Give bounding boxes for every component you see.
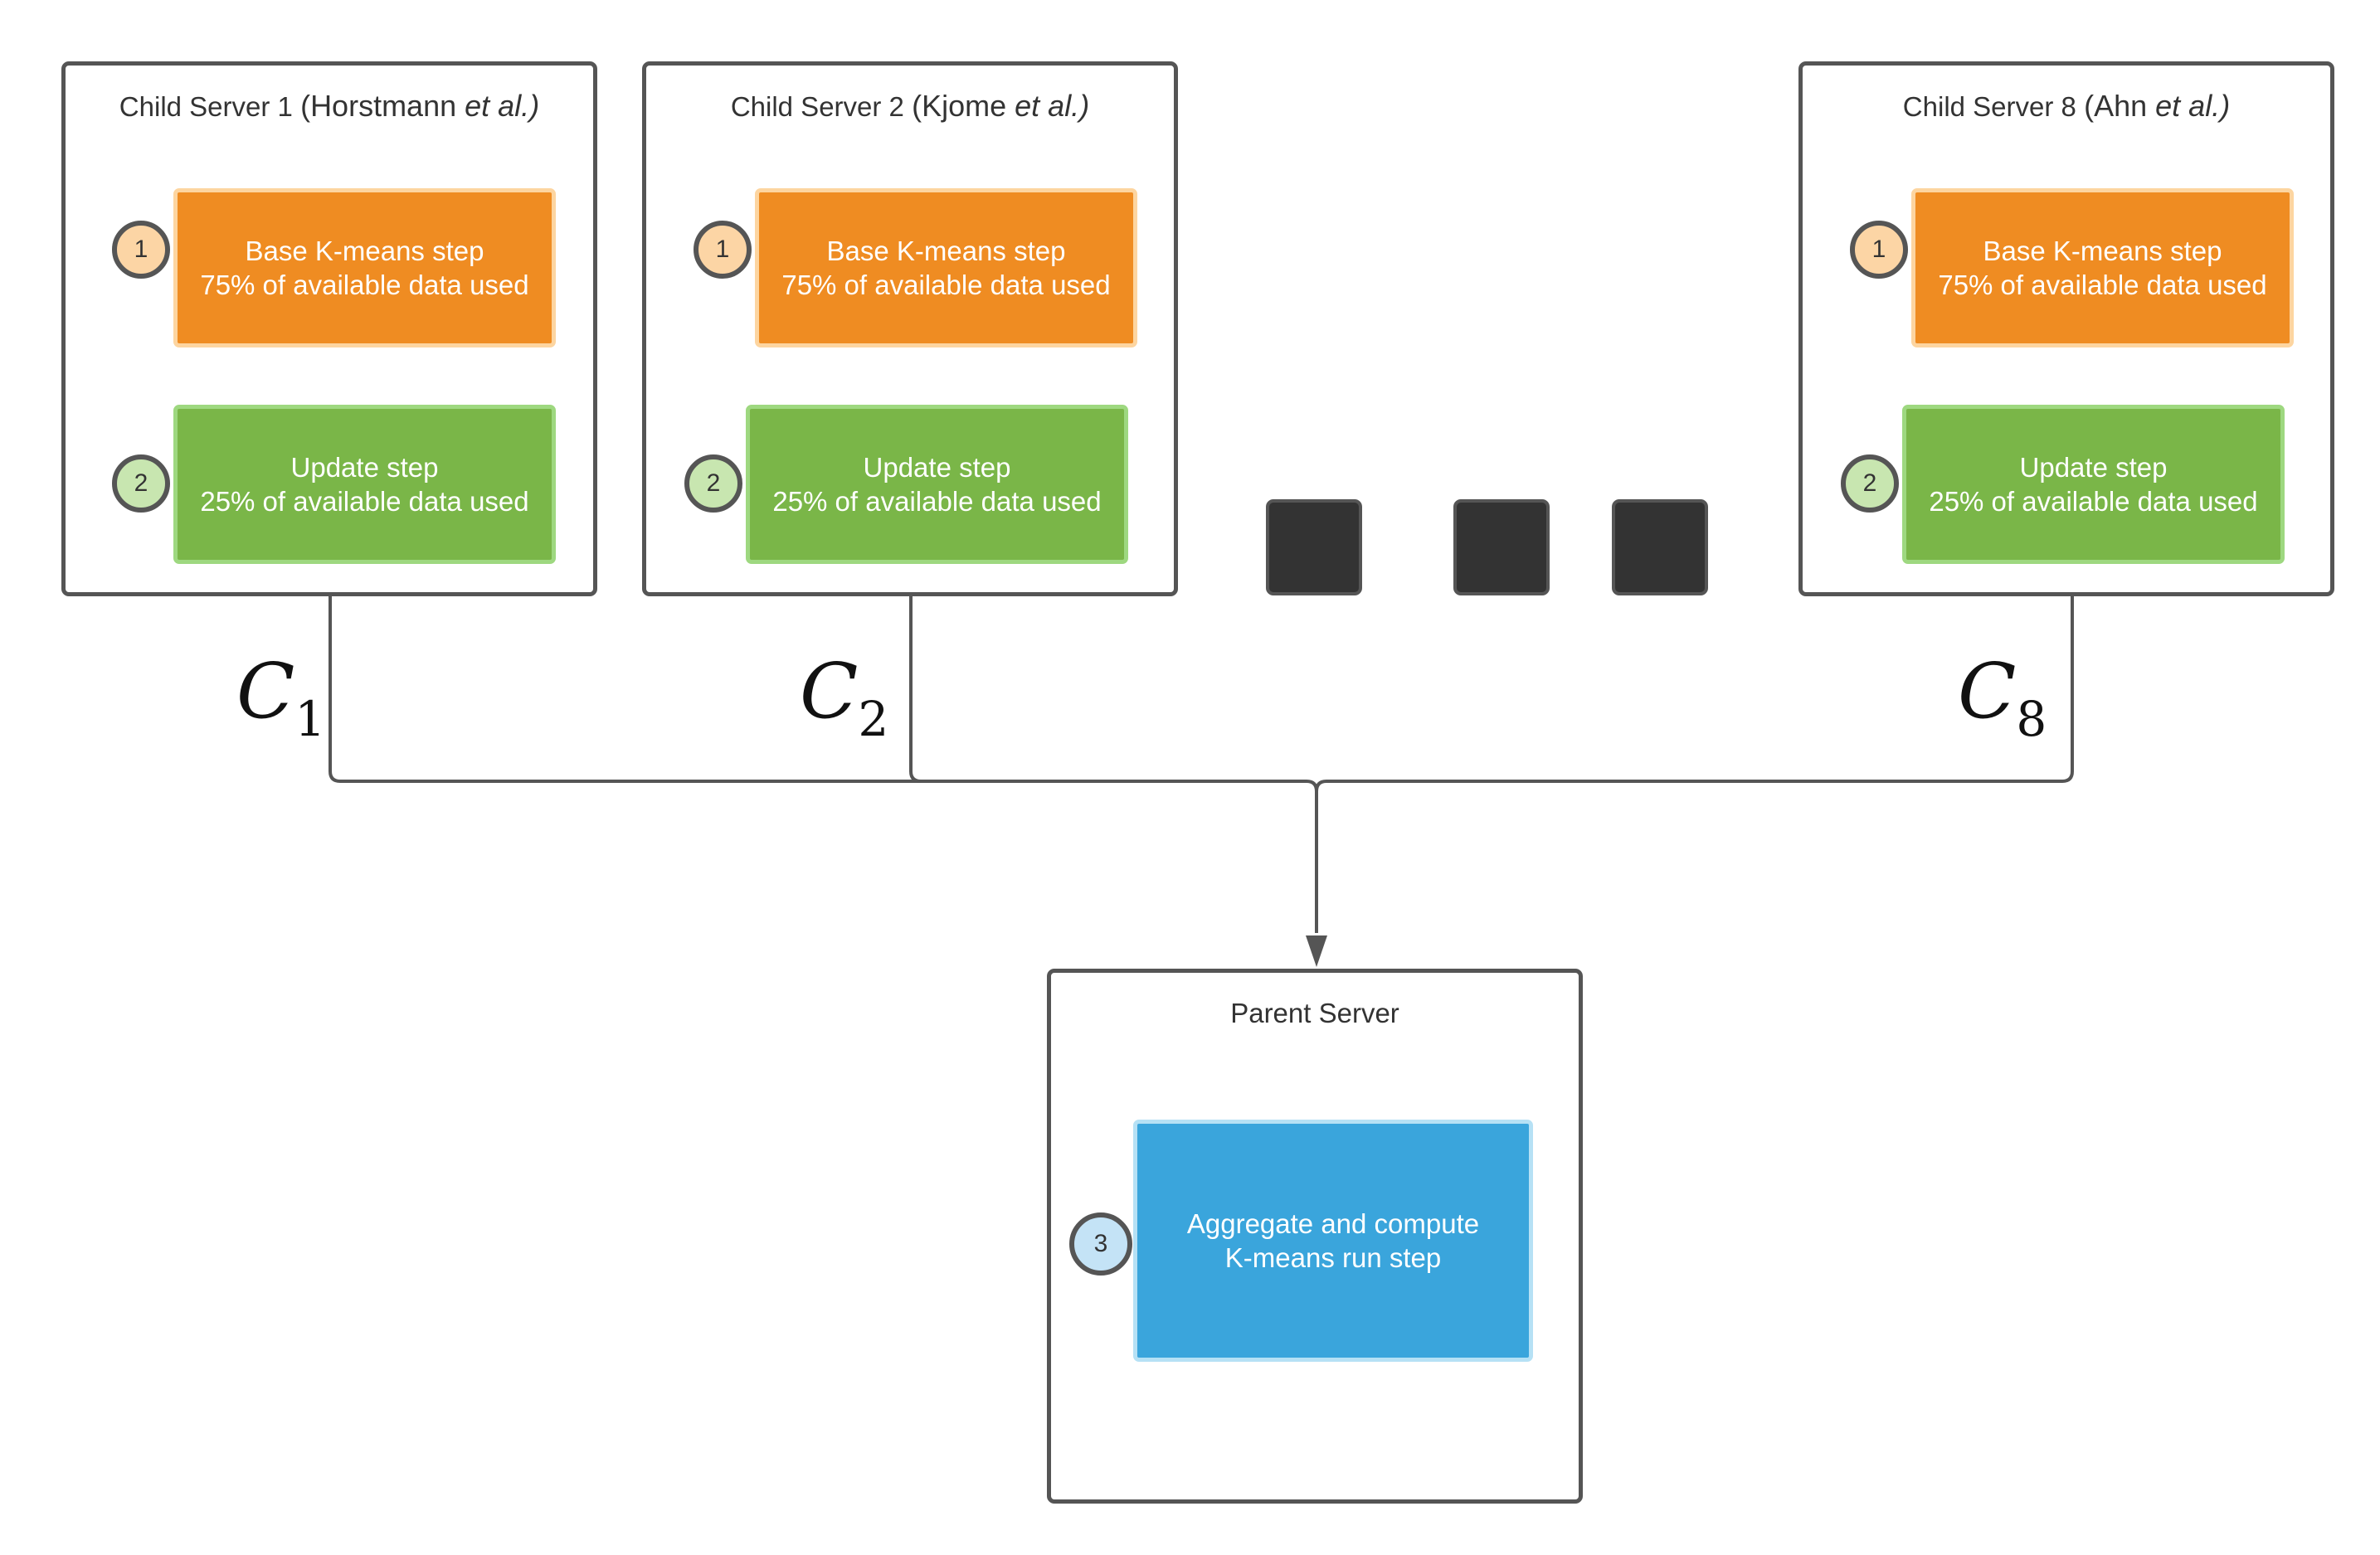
citation: (Horstmann et al.)	[300, 89, 540, 123]
arrowhead	[1306, 935, 1327, 967]
child-server-8: Child Server 8 (Ahn et al.) Base K-means…	[1798, 61, 2334, 596]
step-number-badge: 2	[684, 454, 742, 513]
connector-child2	[909, 590, 922, 783]
server-title: Child Server 8 (Ahn et al.)	[1803, 89, 2330, 124]
parent-server: Parent Server Aggregate and compute K-me…	[1047, 969, 1583, 1504]
step-number-badge: 2	[1841, 454, 1899, 513]
aggregate-step: Aggregate and compute K-means run step	[1133, 1120, 1533, 1362]
connector-letter: C	[1958, 647, 2017, 736]
connector-subscript: 1	[294, 691, 326, 747]
update-step: Update step 25% of available data used	[746, 405, 1128, 564]
step-title: Base K-means step	[826, 236, 1066, 266]
server-title: Child Server 2 (Kjome et al.)	[646, 89, 1174, 124]
base-kmeans-step: Base K-means step 75% of available data …	[755, 188, 1137, 347]
step-number-badge: 3	[1069, 1212, 1132, 1276]
step-detail: 25% of available data used	[1929, 486, 2258, 517]
connector-child8	[1315, 590, 2074, 792]
citation-etal: et al.)	[1015, 89, 1090, 123]
child-server-1: Child Server 1 (Horstmann et al.) Base K…	[61, 61, 597, 596]
update-step: Update step 25% of available data used	[1902, 405, 2285, 564]
connector-child1	[329, 590, 1318, 933]
base-kmeans-step: Base K-means step 75% of available data …	[173, 188, 556, 347]
step-number-badge: 1	[1850, 221, 1908, 279]
step-detail: 75% of available data used	[200, 270, 529, 300]
step-detail: 25% of available data used	[200, 486, 529, 517]
ellipsis-box	[1266, 499, 1362, 595]
step-title: Update step	[2019, 452, 2168, 483]
citation-author: Ahn	[2094, 89, 2148, 123]
step-detail: 25% of available data used	[772, 486, 1102, 517]
child-server-2: Child Server 2 (Kjome et al.) Base K-mea…	[642, 61, 1178, 596]
citation-author: Horstmann	[310, 89, 457, 123]
step-title: Update step	[290, 452, 439, 483]
server-title: Child Server 1 (Horstmann et al.)	[66, 89, 593, 124]
connector-letter: C	[236, 647, 295, 736]
step-number-badge: 1	[694, 221, 752, 279]
citation-etal: et al.)	[2155, 89, 2231, 123]
connector-letter: C	[800, 647, 859, 736]
connector-subscript: 2	[858, 691, 889, 747]
server-name: Child Server 2	[730, 91, 904, 122]
connector-label-c8: C8	[1958, 654, 2047, 744]
step-title: Base K-means step	[245, 236, 484, 266]
ellipsis-box	[1612, 499, 1708, 595]
step-detail: 75% of available data used	[1938, 270, 2267, 300]
step-title: Aggregate and compute	[1186, 1208, 1480, 1239]
step-title: Update step	[863, 452, 1011, 483]
server-name: Child Server 1	[119, 91, 293, 122]
citation: (Kjome et al.)	[912, 89, 1090, 123]
connector-label-c2: C2	[800, 654, 888, 744]
connector-subscript: 8	[2016, 691, 2047, 747]
update-step: Update step 25% of available data used	[173, 405, 556, 564]
step-detail: K-means run step	[1224, 1242, 1442, 1273]
step-detail: 75% of available data used	[781, 270, 1111, 300]
step-title: Base K-means step	[1983, 236, 2222, 266]
server-name: Child Server 8	[1902, 91, 2076, 122]
citation-author: Kjome	[922, 89, 1007, 123]
connector-label-c1: C1	[236, 654, 325, 744]
server-title: Parent Server	[1230, 998, 1399, 1028]
step-number-badge: 2	[112, 454, 170, 513]
base-kmeans-step: Base K-means step 75% of available data …	[1911, 188, 2294, 347]
step-number-badge: 1	[112, 221, 170, 279]
ellipsis-box	[1453, 499, 1550, 595]
citation-etal: et al.)	[465, 89, 540, 123]
citation: (Ahn et al.)	[2084, 89, 2231, 123]
